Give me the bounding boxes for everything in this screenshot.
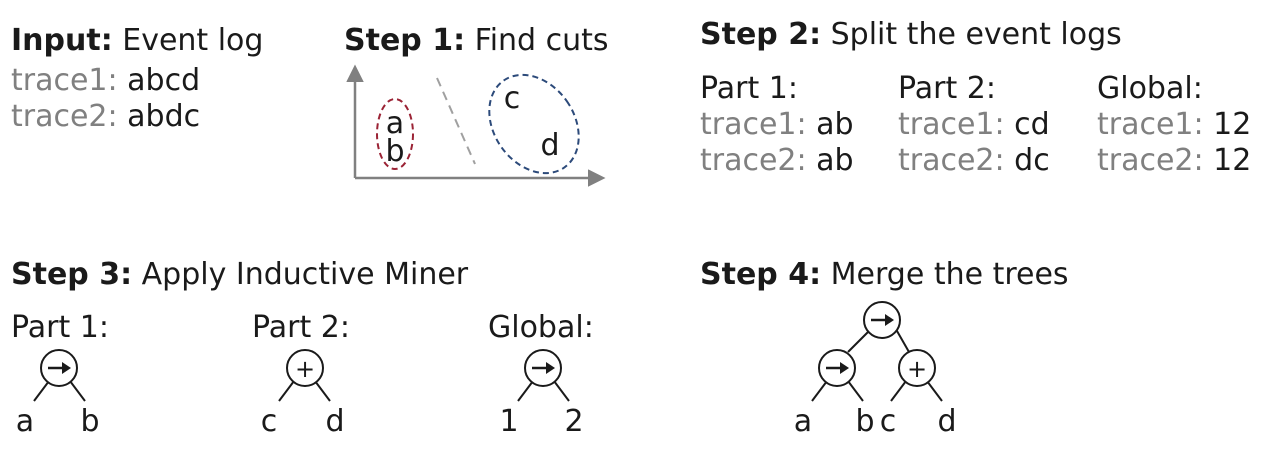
tree-leaf: 1 — [499, 404, 518, 439]
step1-heading-rest: Find cuts — [465, 23, 609, 58]
input-heading-bold: Input: — [11, 23, 113, 58]
part-trace-row: trace1: ab — [700, 107, 854, 143]
step2-heading-bold: Step 2: — [700, 17, 822, 52]
part-trace-row: trace2: dc — [898, 143, 1050, 179]
step1-heading-bold: Step 1: — [344, 23, 466, 58]
part-trace-row: trace2: ab — [700, 143, 854, 179]
step1-scatter: a b c d — [346, 64, 606, 187]
trace-label: trace2: — [898, 143, 1005, 178]
tree-edge — [890, 380, 907, 402]
step3-tree-title: Part 2: — [252, 310, 350, 345]
trace-value: abdc — [117, 99, 201, 134]
part-title: Part 1: — [700, 71, 798, 106]
tree-leaf: d — [937, 404, 956, 439]
tree-edge — [811, 380, 828, 402]
step3-tree-title: Part 1: — [11, 310, 109, 345]
input-trace-row: trace1: abcd — [11, 63, 263, 99]
tree-edge — [314, 380, 331, 402]
sequence-arrow-icon — [862, 300, 902, 340]
trace-value: ab — [806, 107, 854, 142]
tree-leaf: 2 — [564, 404, 583, 439]
trace-label: trace1: — [700, 107, 807, 142]
trace-label: trace2: — [1097, 143, 1204, 178]
tree-leaf: a — [794, 404, 812, 439]
step3-tree-part2: + c d — [261, 349, 345, 439]
trace-label: trace2: — [700, 143, 807, 178]
trace-label: trace1: — [898, 107, 1005, 142]
trace-value: 12 — [1203, 107, 1252, 142]
step3-tree-global: 1 2 — [499, 348, 584, 439]
tree-edge — [926, 380, 943, 402]
tree-leaf: a — [16, 404, 34, 439]
sequence-arrow-icon — [523, 348, 563, 388]
tree-edge — [69, 380, 86, 402]
step2-heading-rest: Split the event logs — [821, 17, 1122, 52]
tree-leaf: b — [80, 404, 99, 439]
cut-line — [436, 77, 476, 165]
step2-part-column: Part 2: trace1: cd trace2: dc — [898, 71, 1050, 179]
part-title: Part 2: — [898, 71, 996, 106]
tree-edge — [896, 330, 910, 353]
trace-value: 12 — [1203, 143, 1252, 178]
step4-heading-bold: Step 4: — [700, 257, 822, 292]
input-heading: Input: Event log — [11, 23, 263, 59]
node-b: b — [385, 134, 404, 169]
sequence-arrow-icon — [817, 348, 857, 388]
tree-edge — [33, 380, 50, 402]
trace-value: abcd — [117, 63, 201, 98]
tree-edge — [278, 380, 295, 402]
input-heading-rest: Event log — [112, 23, 264, 58]
trace-label: trace2: — [11, 99, 118, 134]
node-d: d — [540, 128, 559, 163]
tree-edge — [847, 380, 864, 402]
tree-leaf: b — [855, 404, 874, 439]
left-cluster-ellipse — [376, 98, 414, 170]
step3-heading: Step 3: Apply Inductive Miner — [11, 257, 468, 293]
parallel-operator-node — [286, 349, 324, 387]
trace-value: ab — [806, 143, 854, 178]
tree-edge — [847, 330, 870, 353]
step2-part-column: Part 1: trace1: ab trace2: ab — [700, 71, 854, 179]
trace-label: trace1: — [11, 63, 118, 98]
part-title: Global: — [1097, 71, 1203, 106]
step3-tree-title: Global: — [488, 310, 594, 345]
tree-leaf: c — [880, 404, 897, 439]
parallel-operator-node — [898, 349, 936, 387]
trace-value: dc — [1004, 143, 1050, 178]
right-cluster-ellipse — [488, 73, 580, 175]
trace-label: trace1: — [1097, 107, 1204, 142]
part-trace-row: trace1: 12 — [1097, 107, 1251, 143]
step1-heading: Step 1: Find cuts — [344, 23, 609, 59]
step2-part-column: Global: trace1: 12 trace2: 12 — [1097, 71, 1251, 179]
step3-heading-rest: Apply Inductive Miner — [132, 257, 469, 292]
node-c: c — [504, 81, 521, 116]
tree-leaf: d — [325, 404, 344, 439]
sequence-arrow-icon — [39, 348, 79, 388]
part-trace-row: trace1: cd — [898, 107, 1050, 143]
step2-heading: Step 2: Split the event logs — [700, 17, 1122, 53]
parallel-operator-symbol: + — [295, 355, 315, 383]
step4-heading: Step 4: Merge the trees — [700, 257, 1069, 293]
step4-merged-tree: + a b c d — [794, 300, 957, 439]
step3-heading-bold: Step 3: — [11, 257, 133, 292]
tree-leaf: c — [261, 404, 278, 439]
parallel-operator-symbol: + — [907, 355, 927, 383]
node-a: a — [386, 106, 404, 141]
step3-tree-part1: a b — [16, 348, 100, 439]
tree-edge — [517, 380, 534, 402]
trace-value: cd — [1004, 107, 1050, 142]
tree-edge — [553, 380, 570, 402]
input-section: Input: Event log trace1: abcd trace2: ab… — [11, 23, 263, 135]
part-trace-row: trace2: 12 — [1097, 143, 1251, 179]
step4-heading-rest: Merge the trees — [821, 257, 1069, 292]
input-trace-row: trace2: abdc — [11, 99, 263, 135]
